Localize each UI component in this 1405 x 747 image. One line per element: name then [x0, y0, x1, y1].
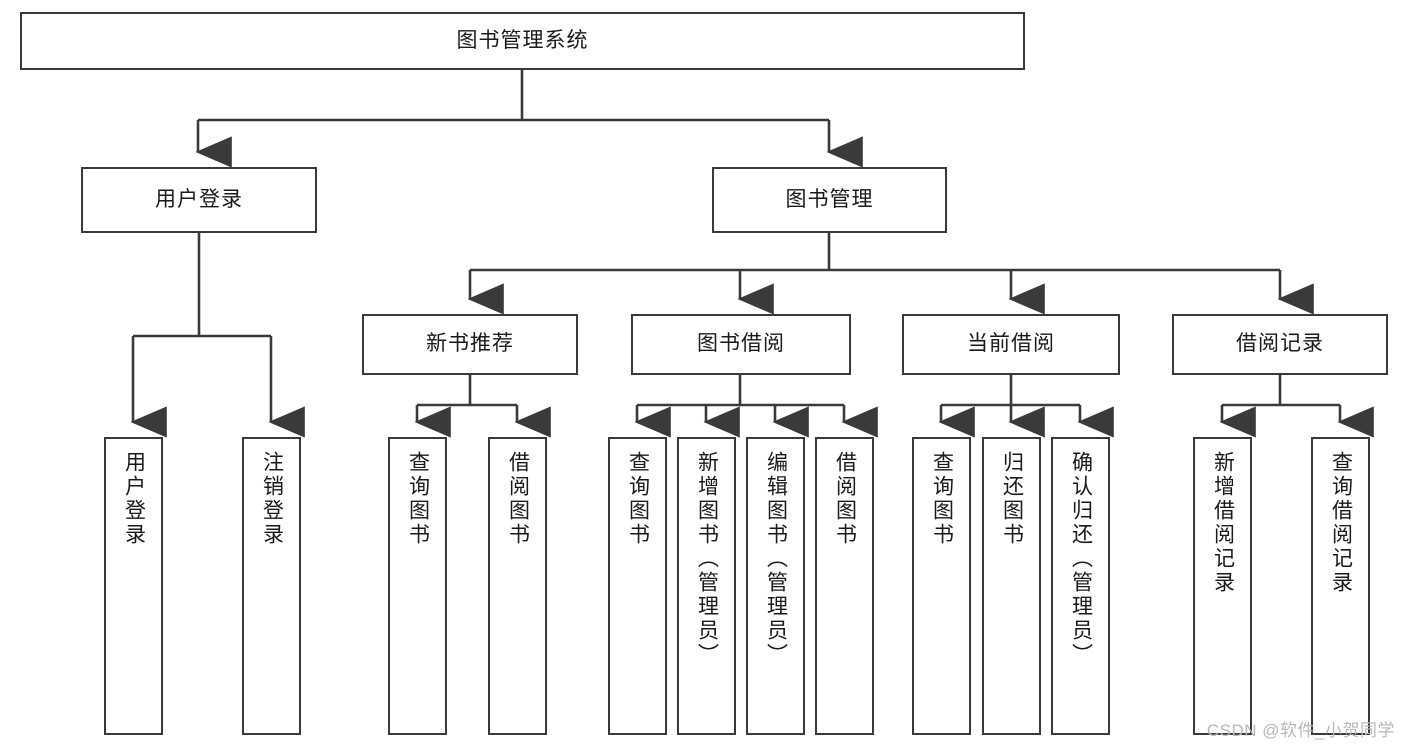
node-label: 归还图书 [1000, 451, 1024, 547]
node-user-login[interactable]: 用户登录 [81, 167, 317, 233]
node-label: 注销登录 [260, 451, 284, 547]
leaf-record-query-borrow-record[interactable]: 查询借阅记录 [1311, 437, 1370, 735]
node-label: 用户登录 [122, 451, 146, 547]
leaf-borrow-query-book[interactable]: 查询图书 [608, 437, 667, 735]
node-label: 新书推荐 [426, 332, 514, 356]
node-new-book-recommend[interactable]: 新书推荐 [362, 314, 578, 375]
node-label: 编辑图书（管理员） [764, 451, 788, 667]
leaf-current-query-book[interactable]: 查询图书 [912, 437, 971, 735]
node-label: 图书借阅 [697, 332, 785, 356]
node-book-borrow[interactable]: 图书借阅 [631, 314, 851, 375]
node-label: 查询图书 [626, 451, 650, 547]
leaf-user-login-login[interactable]: 用户登录 [104, 437, 163, 735]
node-current-borrow[interactable]: 当前借阅 [902, 314, 1120, 375]
node-label: 当前借阅 [967, 332, 1055, 356]
leaf-record-add-borrow-record[interactable]: 新增借阅记录 [1193, 437, 1252, 735]
node-label: 借阅记录 [1236, 332, 1324, 356]
node-label: 用户登录 [155, 187, 243, 211]
leaf-current-confirm-return-admin[interactable]: 确认归还（管理员） [1051, 437, 1110, 735]
node-label: 借阅图书 [506, 451, 530, 547]
leaf-borrow-edit-book-admin[interactable]: 编辑图书（管理员） [746, 437, 805, 735]
node-borrow-record[interactable]: 借阅记录 [1172, 314, 1388, 375]
leaf-borrow-add-book-admin[interactable]: 新增图书（管理员） [677, 437, 736, 735]
node-label: 查询借阅记录 [1329, 451, 1353, 595]
node-label: 查询图书 [406, 451, 430, 547]
node-label: 确认归还（管理员） [1069, 451, 1093, 667]
leaf-recommend-query-book[interactable]: 查询图书 [388, 437, 447, 735]
node-label: 图书管理 [785, 187, 874, 211]
leaf-recommend-borrow-book[interactable]: 借阅图书 [488, 437, 547, 735]
node-label: 图书管理系统 [456, 28, 589, 52]
watermark-text: CSDN @软件_小贺同学 [1206, 721, 1395, 740]
node-label: 新增图书（管理员） [695, 451, 719, 667]
node-label: 新增借阅记录 [1211, 451, 1235, 595]
node-book-management[interactable]: 图书管理 [712, 167, 947, 233]
node-label: 查询图书 [930, 451, 954, 547]
leaf-borrow-borrow-book[interactable]: 借阅图书 [815, 437, 874, 735]
leaf-current-return-book[interactable]: 归还图书 [982, 437, 1041, 735]
node-root-book-management-system[interactable]: 图书管理系统 [20, 12, 1025, 70]
leaf-user-login-logout[interactable]: 注销登录 [242, 437, 301, 735]
node-label: 借阅图书 [833, 451, 857, 547]
